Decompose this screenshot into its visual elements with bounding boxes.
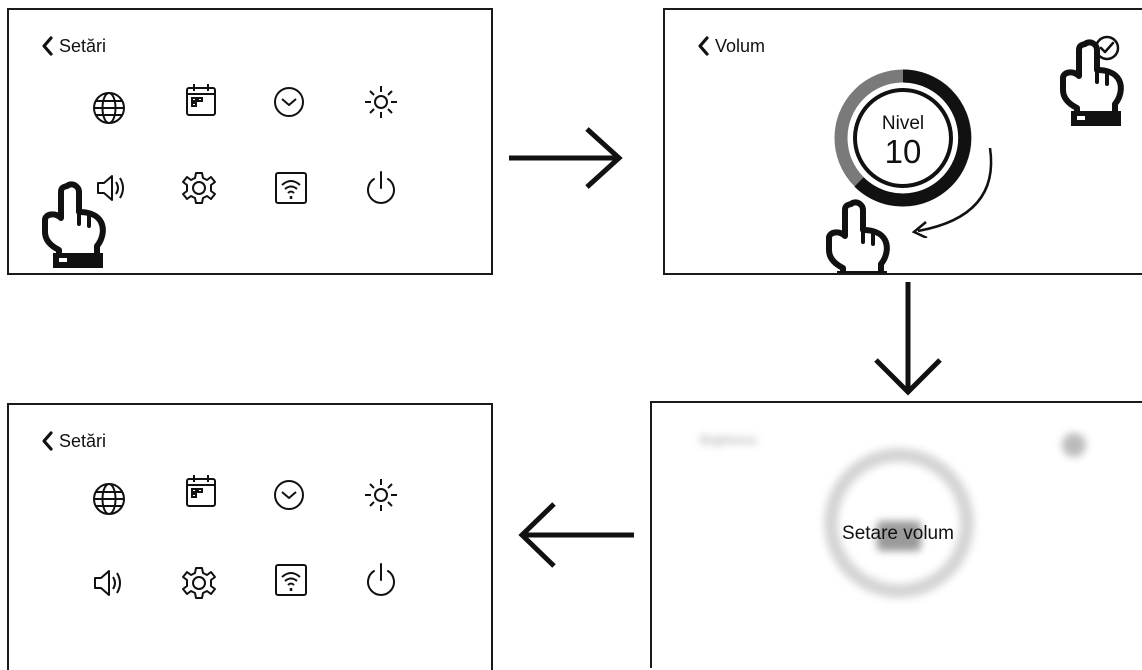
settings-screen-before: Setări bbox=[7, 8, 493, 275]
gear-icon[interactable] bbox=[179, 168, 219, 208]
blurred-title: Brightness bbox=[700, 433, 757, 447]
back-chevron-icon[interactable] bbox=[39, 429, 55, 453]
arrow-down-icon bbox=[874, 282, 942, 396]
brightness-icon[interactable] bbox=[361, 475, 401, 515]
blurred-background: Brightness bbox=[652, 403, 1142, 668]
volume-ring bbox=[834, 69, 972, 207]
calendar-icon[interactable] bbox=[181, 80, 221, 120]
pointing-hand-icon bbox=[39, 180, 109, 270]
volume-screen: Volum Nivel 10 bbox=[663, 8, 1142, 275]
settings-screen-after: Setări bbox=[7, 403, 493, 670]
pointing-hand-icon bbox=[823, 198, 893, 275]
wifi-icon[interactable] bbox=[271, 168, 311, 208]
header: Volum bbox=[695, 34, 765, 58]
brightness-icon[interactable] bbox=[361, 82, 401, 122]
power-icon[interactable] bbox=[361, 560, 401, 600]
calendar-icon[interactable] bbox=[181, 471, 221, 511]
blurred-value bbox=[877, 521, 921, 551]
power-icon[interactable] bbox=[361, 168, 401, 208]
settings-title: Setări bbox=[59, 36, 107, 56]
clock-icon[interactable] bbox=[269, 475, 309, 515]
header: Setări bbox=[39, 429, 106, 453]
volume-knob[interactable]: Nivel 10 bbox=[828, 63, 978, 213]
knob-value: 10 bbox=[884, 133, 922, 170]
blurred-check-icon bbox=[1062, 433, 1086, 457]
rotate-arrow-icon bbox=[911, 147, 993, 238]
back-chevron-icon[interactable] bbox=[39, 34, 55, 58]
globe-icon[interactable] bbox=[89, 479, 129, 519]
settings-title: Setări bbox=[59, 431, 107, 451]
globe-icon[interactable] bbox=[89, 88, 129, 128]
knob-title: Nivel bbox=[881, 113, 925, 134]
arrow-left-icon bbox=[518, 502, 634, 568]
pointing-hand-icon bbox=[1057, 38, 1127, 128]
volume-title: Volum bbox=[715, 36, 766, 56]
volume-icon[interactable] bbox=[89, 563, 129, 603]
overlay-message: Setare volum bbox=[842, 523, 954, 544]
clock-icon[interactable] bbox=[269, 82, 309, 122]
header: Setări bbox=[39, 34, 106, 58]
gear-icon[interactable] bbox=[179, 563, 219, 603]
back-chevron-icon[interactable] bbox=[695, 34, 711, 58]
arrow-right-icon bbox=[509, 127, 623, 189]
volume-set-confirmation: Brightness Setare volum bbox=[650, 401, 1142, 668]
wifi-icon[interactable] bbox=[271, 560, 311, 600]
